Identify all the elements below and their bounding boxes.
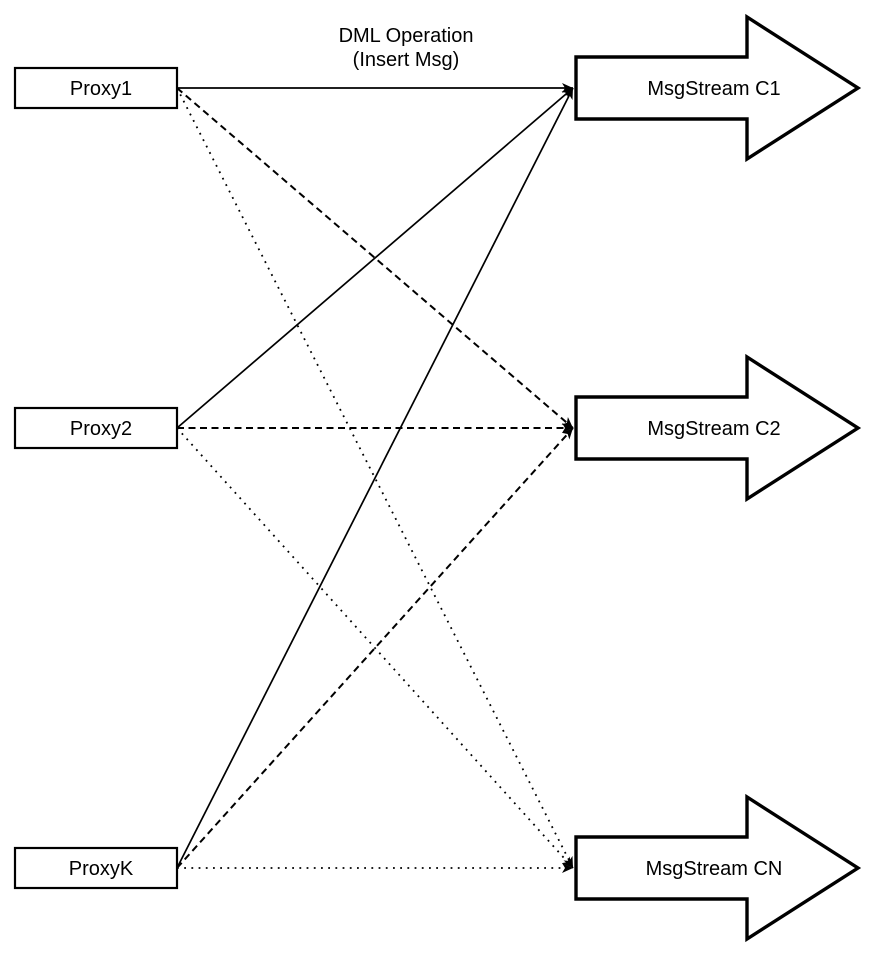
proxy-node-2: Proxy2 (13, 406, 179, 450)
proxy2-label: Proxy2 (70, 418, 132, 440)
stream-node-cn: MsgStream CN (574, 793, 862, 943)
proxy-node-k: ProxyK (13, 846, 179, 890)
edge-proxy1-to-cn (176, 87, 574, 869)
edge-proxyk-to-c1 (176, 87, 574, 869)
proxy2-box (13, 406, 179, 450)
proxyk-label: ProxyK (69, 858, 134, 880)
proxy1-box (13, 66, 179, 110)
msgstream-c1-label: MsgStream C1 (647, 78, 780, 100)
edge-proxy2-to-cn (176, 427, 574, 869)
stream-node-c1: MsgStream C1 (574, 13, 862, 163)
msgstream-c2-arrow-shape (574, 353, 862, 503)
proxyk-box (13, 846, 179, 890)
diagram-title-line1: DML Operation (339, 25, 474, 47)
edge-proxy1-to-c2 (176, 87, 574, 429)
msgstream-cn-arrow-shape (574, 793, 862, 943)
proxy-node-1: Proxy1 (13, 66, 179, 110)
edge-proxy2-to-c1 (176, 87, 574, 429)
edge-layer (176, 83, 574, 873)
diagram-title-line2: (Insert Msg) (353, 49, 460, 71)
msgstream-c1-arrow-shape (574, 13, 862, 163)
proxy1-label: Proxy1 (70, 78, 132, 100)
stream-node-c2: MsgStream C2 (574, 353, 862, 503)
msgstream-c2-label: MsgStream C2 (647, 418, 780, 440)
edge-proxyk-to-c2 (176, 427, 574, 869)
msgstream-cn-label: MsgStream CN (646, 858, 783, 880)
